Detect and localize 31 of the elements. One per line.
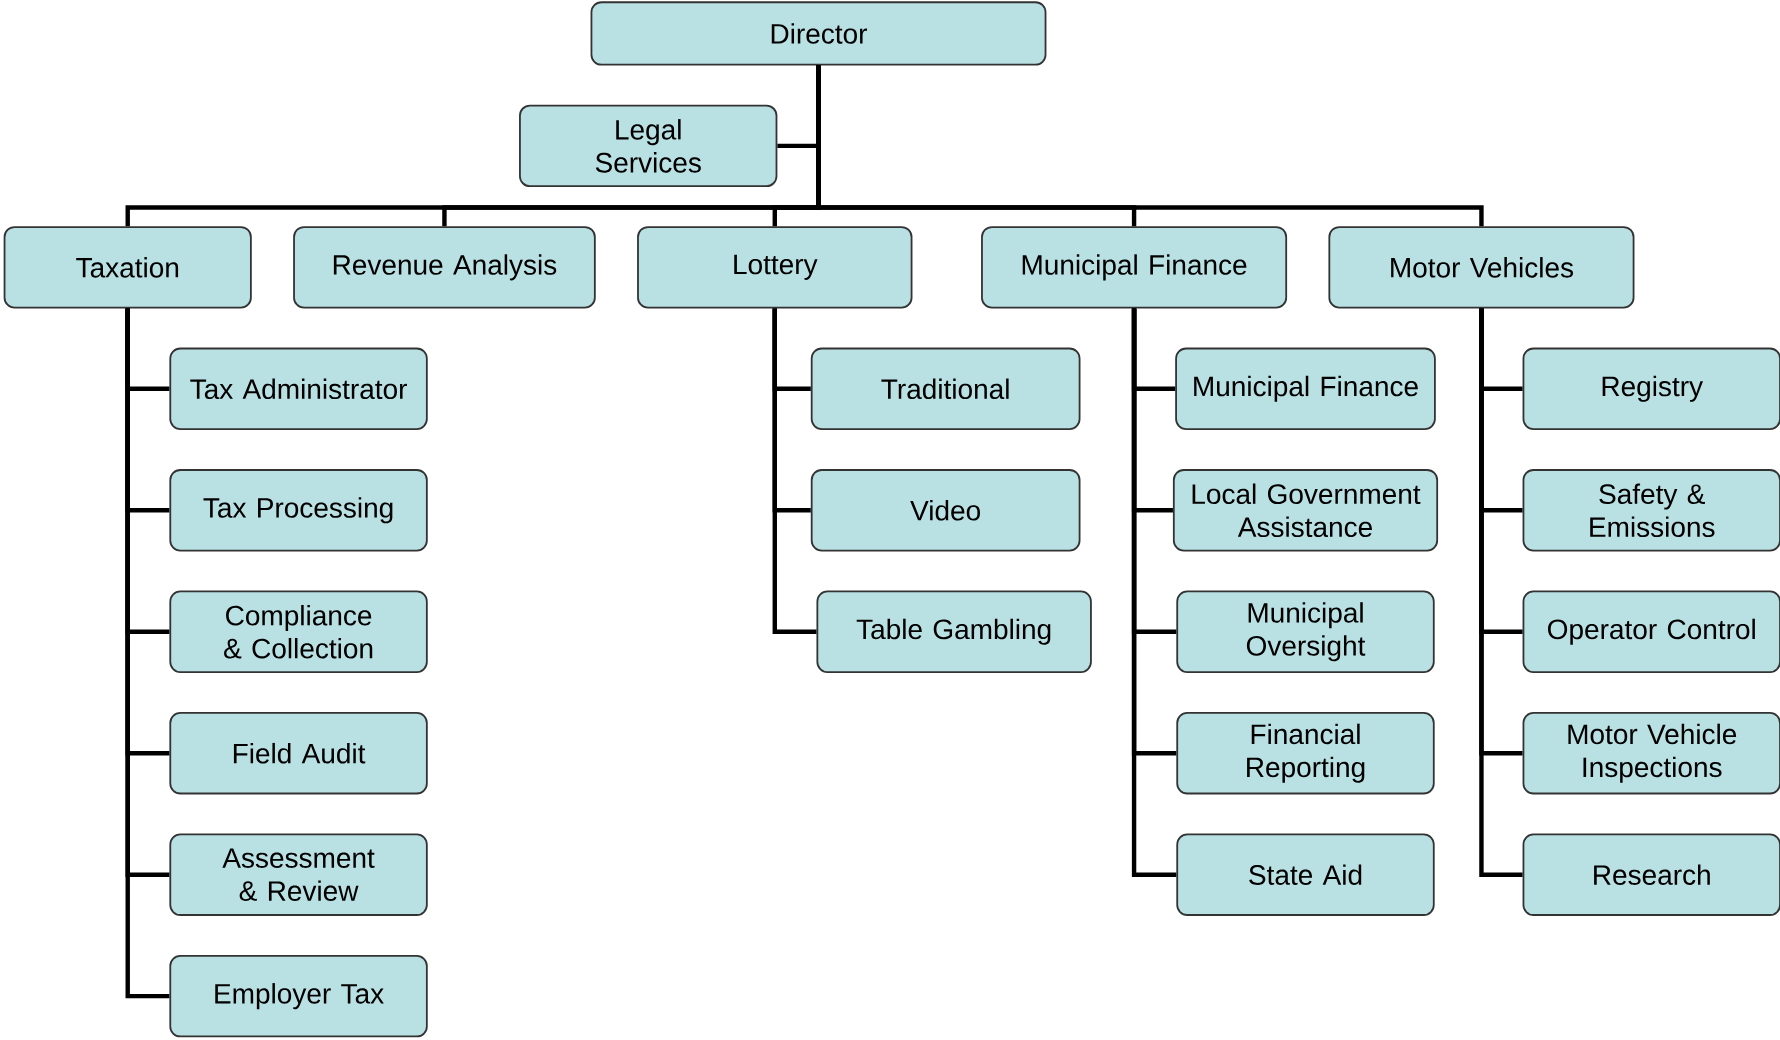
org-box: Employer Tax	[169, 955, 428, 1038]
org-box: Municipal Finance	[1175, 347, 1436, 431]
org-box: Assessment & Review	[169, 833, 428, 916]
org-box: Table Gambling	[816, 590, 1092, 674]
org-box: Financial Reporting	[1176, 712, 1435, 795]
org-box: Legal Services	[519, 104, 778, 188]
org-box: Director	[590, 1, 1047, 66]
org-box: Local Government Assistance	[1172, 469, 1439, 552]
org-box: Video	[810, 469, 1081, 552]
org-box: State Aid	[1176, 833, 1435, 916]
org-box: Research	[1522, 833, 1780, 916]
org-box: Operator Control	[1522, 590, 1780, 674]
connector-line	[772, 308, 817, 635]
connector-line	[1131, 308, 1177, 877]
org-box: Tax Processing	[169, 469, 428, 552]
org-box: Motor Vehicle Inspections	[1522, 712, 1780, 795]
org-box: Municipal Finance	[981, 226, 1288, 309]
connector-line	[125, 308, 170, 999]
org-box: Taxation	[3, 226, 252, 309]
org-box: Municipal Oversight	[1176, 590, 1435, 674]
org-box: Motor Vehicles	[1328, 226, 1635, 309]
org-box: Revenue Analysis	[293, 226, 596, 309]
org-box: Field Audit	[169, 712, 428, 795]
connector-line	[1479, 308, 1523, 877]
org-box: Compliance & Collection	[169, 590, 428, 674]
org-box: Traditional	[810, 347, 1081, 431]
org-box: Lottery	[637, 226, 913, 309]
org-box: Tax Administrator	[169, 347, 428, 431]
org-box: Registry	[1522, 347, 1780, 431]
org-box: Safety & Emissions	[1522, 469, 1780, 552]
connector-line	[816, 65, 1484, 227]
